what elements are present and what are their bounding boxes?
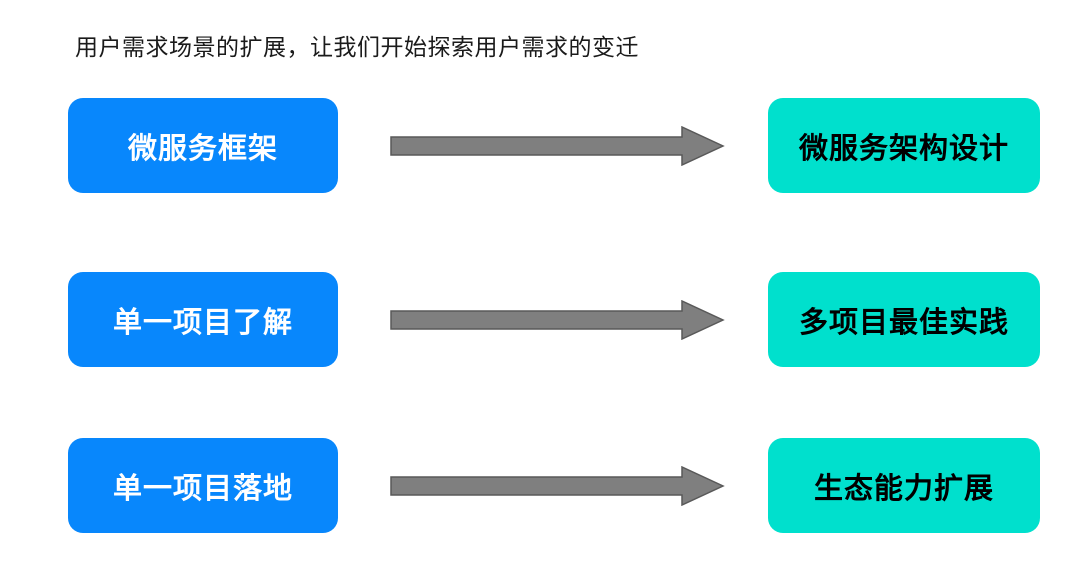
right-arrow-icon — [390, 299, 725, 340]
source-box-label: 微服务框架 — [127, 132, 278, 165]
right-arrow-icon — [390, 125, 725, 166]
source-box: 单一项目了解 — [68, 272, 338, 367]
flow-row: 微服务框架 微服务架构设计 — [0, 98, 1080, 193]
target-box: 微服务架构设计 — [768, 98, 1040, 193]
diagram-title: 用户需求场景的扩展，让我们开始探索用户需求的变迁 — [75, 34, 639, 60]
flow-row: 单一项目落地 生态能力扩展 — [0, 438, 1080, 533]
target-box-label: 微服务架构设计 — [798, 132, 1009, 165]
target-box: 多项目最佳实践 — [768, 272, 1040, 367]
flow-row: 单一项目了解 多项目最佳实践 — [0, 272, 1080, 367]
target-box: 生态能力扩展 — [768, 438, 1040, 533]
right-arrow-icon — [390, 465, 725, 506]
target-box-label: 生态能力扩展 — [813, 472, 994, 505]
source-box: 单一项目落地 — [68, 438, 338, 533]
source-box: 微服务框架 — [68, 98, 338, 193]
source-box-label: 单一项目了解 — [112, 306, 293, 339]
source-box-label: 单一项目落地 — [112, 472, 293, 505]
target-box-label: 多项目最佳实践 — [798, 306, 1009, 339]
